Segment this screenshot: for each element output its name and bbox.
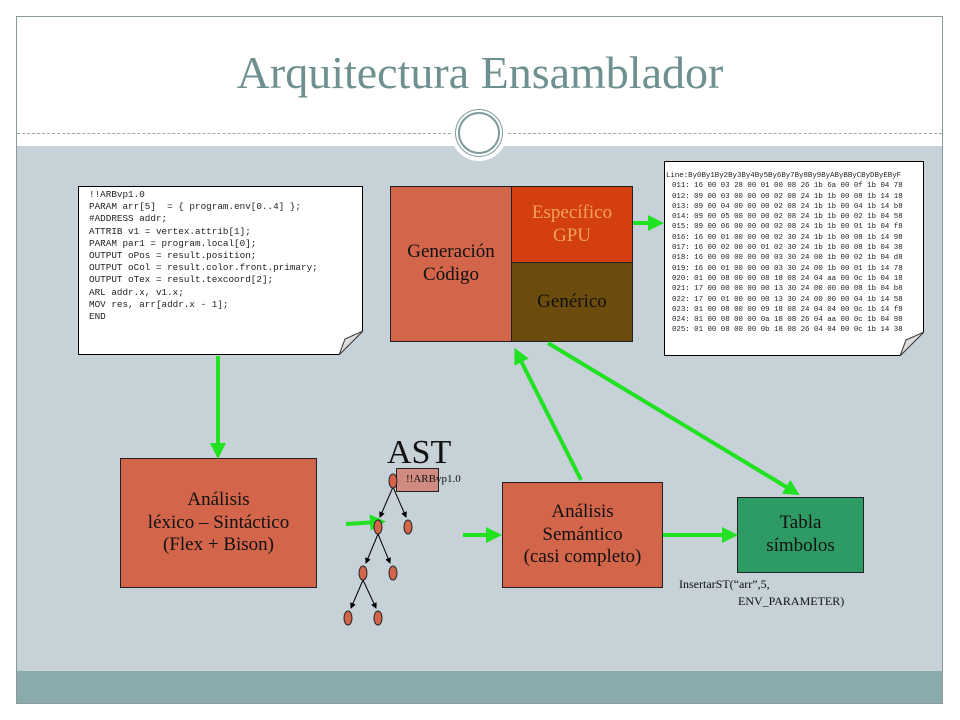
code-line: #ADDRESS addr; [89, 213, 168, 225]
code-line: PARAM par1 = program.local[0]; [89, 237, 257, 249]
ast-root-label: !!ARBvp1.0 [406, 473, 461, 485]
page-curl-icon [339, 331, 363, 355]
code-line: 019: 16 00 01 00 00 00 03 30 24 00 1b 00… [672, 264, 903, 273]
code-line: 014: 09 00 05 00 00 00 02 08 24 1b 1b 00… [672, 213, 903, 222]
label: Análisis [187, 488, 250, 510]
code-line: 025: 01 00 08 00 00 0b 18 08 26 04 04 00… [672, 326, 903, 335]
tree-edge [379, 486, 394, 518]
tree-edge [362, 579, 377, 609]
ast-label: AST [387, 434, 452, 471]
footer-band [17, 671, 942, 703]
code-line: 013: 09 00 04 00 00 00 02 08 24 1b 1b 00… [672, 202, 903, 211]
code-line: OUTPUT oCol = result.color.front.primary… [89, 262, 318, 274]
code-line: 016: 16 00 01 00 00 00 02 30 24 1b 1b 00… [672, 233, 903, 242]
code-line: PARAM arr[5] = { program.env[0..4] }; [89, 201, 302, 213]
label: Código [423, 264, 479, 285]
label: Semántico [542, 523, 623, 545]
code-line: OUTPUT oPos = result.position; [89, 250, 257, 262]
code-line: 023: 01 00 08 00 00 09 18 08 24 04 04 00… [672, 305, 903, 314]
label: Tabla [779, 512, 822, 534]
code-line: 022: 17 00 01 00 00 00 13 30 24 00 00 00… [672, 295, 903, 304]
circle-ornament-icon [451, 105, 507, 161]
arrow-lexico-to-ast [345, 514, 386, 531]
label: (Flex + Bison) [163, 534, 274, 556]
tree-node [403, 519, 413, 535]
tree-edge [350, 579, 364, 609]
label: Análisis [551, 500, 614, 522]
insert-note: InsertarST(“arr”,5, [679, 577, 770, 591]
insert-note: ENV_PARAMETER) [738, 594, 845, 608]
page-curl-icon [900, 332, 924, 356]
code-line: 017: 16 00 02 00 00 01 02 30 24 1b 1b 00… [672, 244, 903, 253]
code-line: ATTRIB v1 = vertex.attrib[1]; [89, 225, 251, 237]
label: (casi completo) [523, 546, 642, 568]
code-line: MOV res, arr[addr.x - 1]; [89, 298, 229, 310]
code-line: ARL addr.x, v1.x; [89, 286, 184, 298]
hex-dump-document: Line:By0By1By2By3By4By5By6By7By8By9ByABy… [664, 161, 924, 356]
divider [508, 133, 942, 134]
divider [17, 133, 451, 134]
code-line: 012: 09 00 03 00 00 00 02 08 24 1b 1b 00… [672, 192, 903, 201]
label: Genérico [537, 290, 607, 312]
hex-header: Line:By0By1By2By3By4By5By6By7By8By9ByABy… [666, 172, 902, 180]
tree-node [373, 610, 383, 626]
label: léxico – Sintáctico [147, 511, 290, 533]
label: Generación [407, 241, 495, 263]
code-line: END [89, 311, 106, 323]
code-line: 021: 17 00 00 00 00 00 13 30 24 00 00 00… [672, 285, 903, 294]
code-line: 024: 01 00 08 00 00 0a 18 08 26 04 aa 00… [672, 316, 903, 325]
label: Específico [531, 201, 613, 223]
slide-title: Arquitectura Ensamblador [236, 47, 724, 98]
arrow-semantico-to-generacion [514, 347, 583, 481]
code-line: 020: 01 00 08 00 00 08 18 08 24 04 aa 00… [672, 274, 903, 283]
tree-node [388, 565, 398, 581]
code-line: !!ARBvp1.0 [89, 189, 145, 200]
label: GPU [552, 224, 591, 246]
tree-edge [377, 533, 391, 564]
arrow-generacion-to-tabla [546, 341, 800, 496]
tree-node [388, 473, 398, 489]
code-line: 018: 16 00 00 00 00 00 03 30 24 00 1b 00… [672, 254, 903, 263]
tree-edge [365, 533, 379, 564]
code-line: 015: 09 00 06 00 00 00 02 08 24 1b 1b 00… [672, 223, 903, 232]
generico-box: Genérico [511, 262, 633, 342]
tree-node [358, 565, 368, 581]
tree-edge [392, 486, 407, 518]
label: símbolos [766, 535, 835, 556]
tree-node [343, 610, 353, 626]
tree-node [373, 519, 383, 535]
code-line: OUTPUT oTex = result.texcoord[2]; [89, 274, 274, 286]
code-line: 011: 16 00 03 28 00 01 00 08 26 1b 6a 00… [672, 182, 903, 191]
